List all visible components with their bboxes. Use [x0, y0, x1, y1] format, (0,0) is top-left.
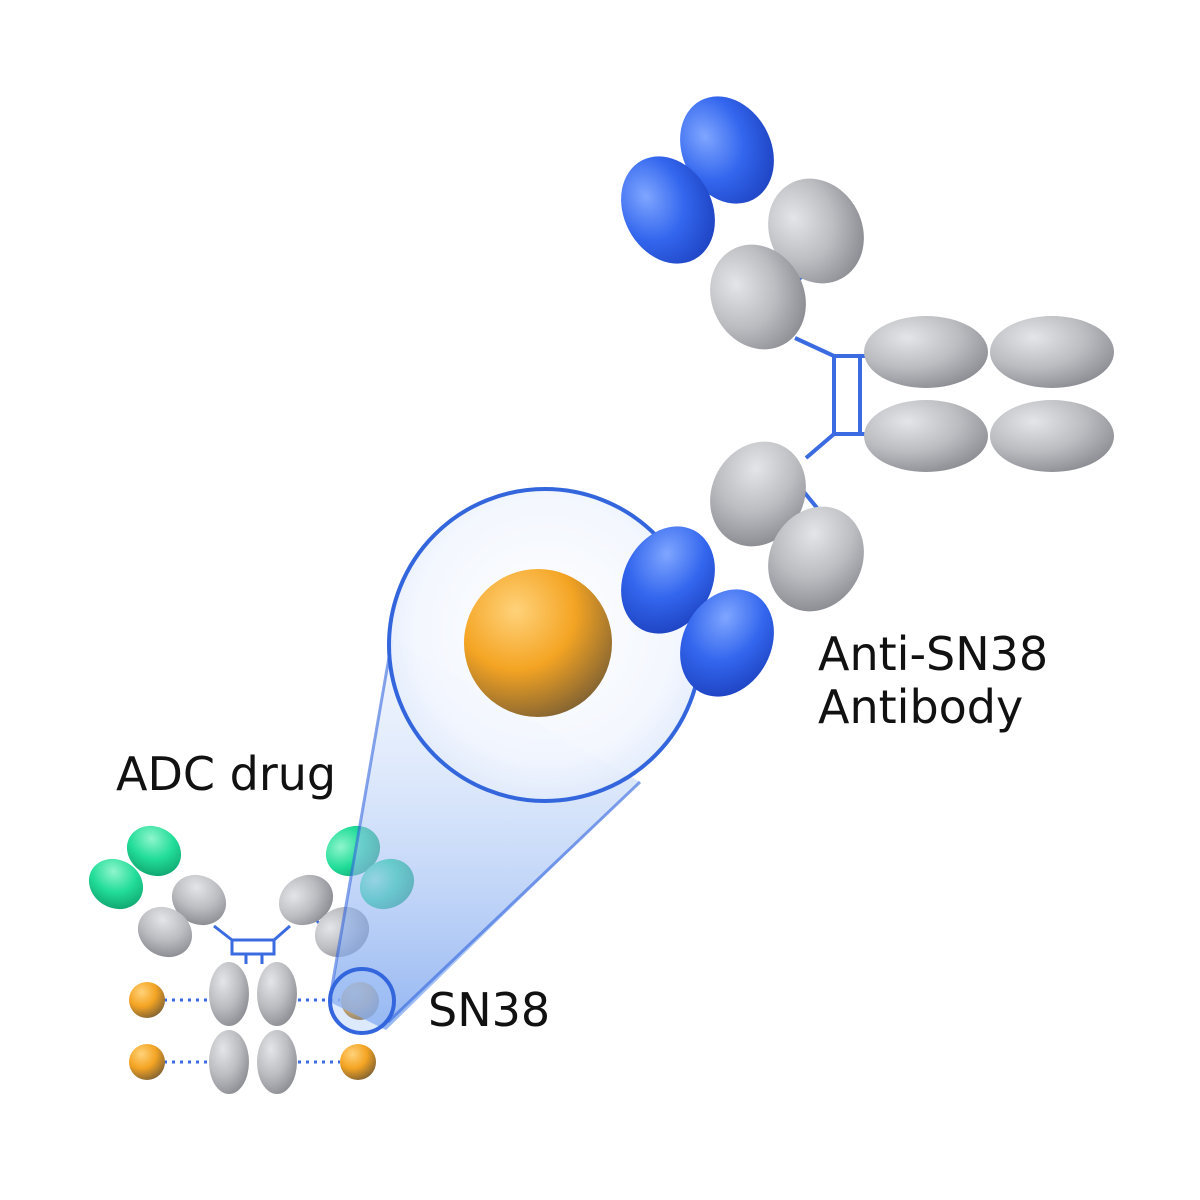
- zoom-callout: [328, 487, 703, 1035]
- anti-sn38-label-line1: Anti-SN38: [818, 627, 1049, 681]
- vh-domain-upper: [680, 96, 774, 204]
- sn38-molecule-enlarged: [464, 569, 612, 717]
- adc-cl-left: [171, 874, 227, 926]
- adc-fc-2: [257, 962, 297, 1026]
- adc-hinge-lines: [213, 918, 334, 964]
- anti-sn38-label-line2: Antibody: [818, 679, 1024, 734]
- adc-ch1-left: [137, 906, 193, 958]
- adc-drug-label: ADC drug: [116, 747, 337, 801]
- sn38-payload-3: [340, 1044, 376, 1080]
- cl-domain-upper: [768, 178, 864, 284]
- fc-domain-4: [990, 400, 1114, 472]
- cl-domain-lower: [768, 506, 864, 612]
- fc-domain-2: [990, 316, 1114, 388]
- sn38-payload-1: [129, 982, 165, 1018]
- adc-fc-4: [257, 1030, 297, 1094]
- sn38-label: SN38: [428, 983, 551, 1037]
- zoom-cone: [330, 640, 640, 1030]
- adc-vl-left: [88, 858, 144, 910]
- vl-domain-upper: [621, 156, 715, 264]
- sn38-payload-2: [129, 1044, 165, 1080]
- adc-fc-1: [209, 962, 249, 1026]
- vh-domain-lower: [621, 526, 715, 634]
- ch1-domain-lower: [710, 441, 806, 547]
- adc-ch1-right: [278, 874, 334, 926]
- fc-domain-3: [864, 400, 988, 472]
- adc-drug-linkers: [164, 998, 340, 1064]
- adc-vh-left: [126, 825, 182, 877]
- anti-sn38-binding-domains: [621, 526, 774, 697]
- vl-domain-lower: [680, 589, 774, 697]
- anti-sn38-antibody-label: Anti-SN38 Antibody: [818, 628, 1048, 734]
- adc-fc-3: [209, 1030, 249, 1094]
- ch1-domain-upper: [710, 244, 806, 350]
- fc-domain-1: [864, 316, 988, 388]
- zoom-small-circle: [328, 967, 396, 1035]
- anti-sn38-antibody: [621, 96, 1114, 612]
